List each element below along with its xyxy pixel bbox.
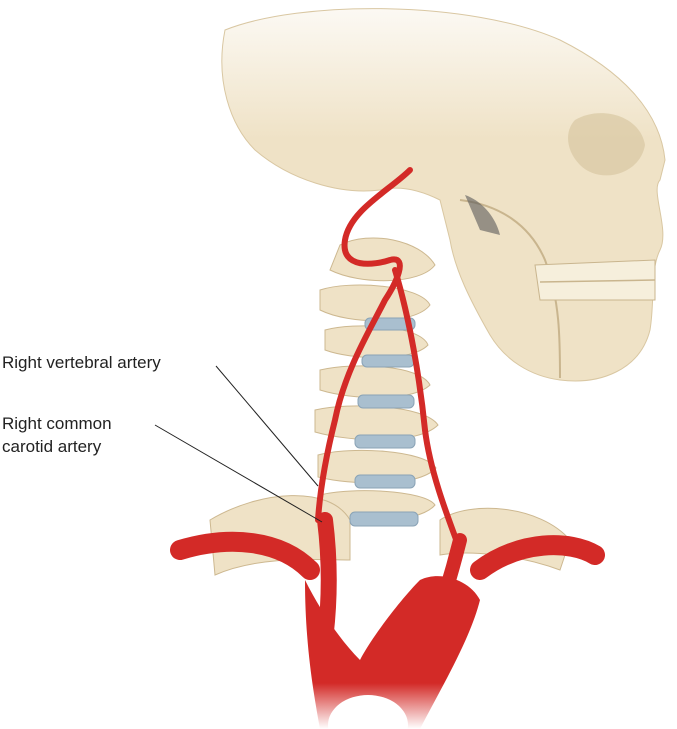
label-right-common-carotid-line1: Right common — [2, 414, 112, 433]
aortic-arch — [305, 576, 480, 729]
intervertebral-discs — [349, 317, 419, 527]
right-subclavian-artery — [170, 531, 320, 580]
teeth — [534, 259, 656, 301]
skull — [221, 8, 666, 382]
carotid-leader-line — [154, 424, 323, 523]
label-right-common-carotid-line2: carotid artery — [2, 437, 102, 456]
jaw-line — [459, 199, 561, 379]
vertebral-leader-line — [215, 365, 319, 487]
eye-socket — [568, 113, 645, 176]
left-vertebral-artery — [392, 267, 463, 553]
left-subclavian-artery — [470, 535, 605, 580]
aortic-arch-gap — [328, 695, 408, 729]
label-right-vertebral-artery: Right vertebral artery — [2, 353, 161, 372]
